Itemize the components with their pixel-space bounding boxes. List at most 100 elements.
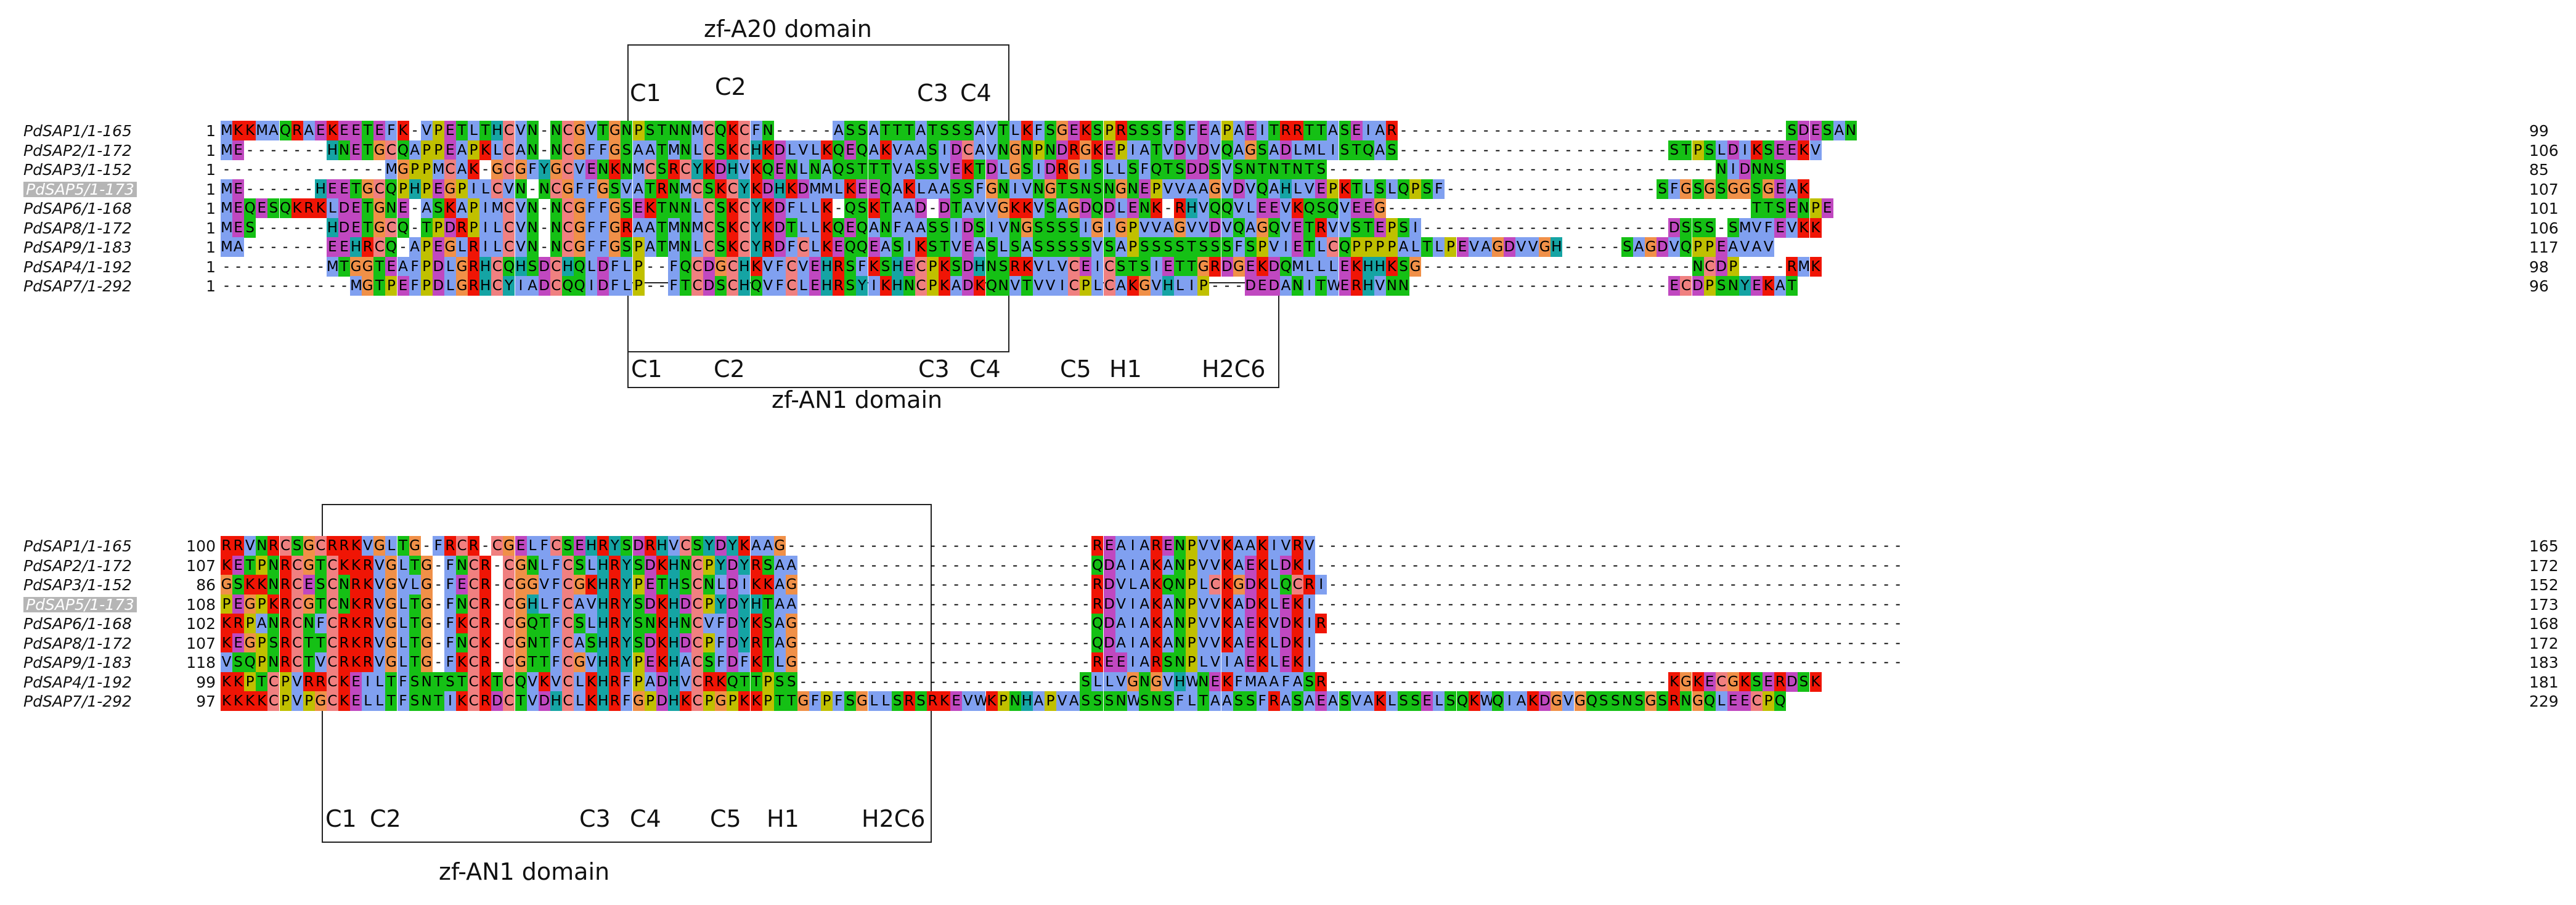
alignment-gap: - xyxy=(1565,219,1571,236)
residue: D xyxy=(1080,198,1092,218)
alignment-gap: - xyxy=(1624,635,1630,651)
residue: T xyxy=(397,536,409,556)
alignment-gap: - xyxy=(1719,123,1724,139)
residue: T xyxy=(762,594,774,614)
residue: D xyxy=(1221,256,1233,277)
alignment-gap: - xyxy=(1671,538,1677,554)
alignment-gap: - xyxy=(1000,557,1006,574)
residue: G xyxy=(574,140,585,160)
alignment-gap: - xyxy=(1366,673,1371,690)
residue: E xyxy=(632,198,645,218)
alignment-gap: - xyxy=(1624,142,1630,158)
residue: L xyxy=(1433,691,1445,711)
alignment-gap: - xyxy=(1330,615,1336,631)
residue: L xyxy=(479,179,492,199)
zf-an1-domain-label-top: zf-AN1 domain xyxy=(772,386,943,413)
alignment-gap: - xyxy=(1165,200,1171,216)
alignment-gap: - xyxy=(836,538,841,554)
alignment-gap: - xyxy=(1648,258,1653,275)
residue: F xyxy=(444,652,456,672)
alignment-gap: - xyxy=(1777,577,1783,593)
residue: G xyxy=(1738,179,1751,199)
residue: I xyxy=(1303,555,1316,575)
residue: D xyxy=(962,217,974,238)
residue: G xyxy=(574,575,585,595)
residue: H xyxy=(1174,672,1186,692)
residue: G xyxy=(515,652,527,672)
alignment-gap: - xyxy=(1613,596,1618,612)
alignment-gap: - xyxy=(1518,577,1524,593)
residue: S xyxy=(915,160,927,179)
residue: T xyxy=(1421,237,1433,257)
residue: A xyxy=(1244,536,1257,556)
residue: R xyxy=(1315,217,1327,238)
residue: K xyxy=(1527,691,1539,711)
residue: T xyxy=(385,691,397,711)
residue: D xyxy=(950,140,963,160)
alignment-gap: - xyxy=(1507,596,1512,612)
residue: R xyxy=(597,536,609,556)
alignment-gap: - xyxy=(1483,596,1489,612)
alignment-gap: - xyxy=(1824,596,1830,612)
residue: L xyxy=(797,160,809,179)
residue: N xyxy=(1045,140,1056,160)
alignment-gap: - xyxy=(1495,538,1501,554)
residue: R xyxy=(362,633,374,653)
residue: E xyxy=(1209,672,1221,692)
residue: E xyxy=(444,121,456,140)
residue: S xyxy=(1385,140,1398,160)
residue: F xyxy=(621,691,633,711)
residue: G xyxy=(362,276,374,296)
residue: F xyxy=(773,276,786,296)
residue: K xyxy=(715,672,727,692)
alignment-gap: - xyxy=(1342,557,1348,574)
residue: T xyxy=(362,121,374,140)
residue: M xyxy=(691,217,704,238)
residue: C xyxy=(326,614,338,633)
residue: A xyxy=(1162,217,1174,238)
alignment-gap: - xyxy=(1695,596,1701,612)
marker-c5-bottom: C5 xyxy=(710,805,741,832)
alignment-gap: - xyxy=(1059,635,1065,651)
alignment-gap: - xyxy=(953,538,959,554)
alignment-gap: - xyxy=(1518,123,1524,139)
alignment-gap: - xyxy=(1330,577,1336,593)
residue: K xyxy=(338,555,350,575)
residue: Q xyxy=(1398,179,1409,199)
residue: C xyxy=(503,140,515,160)
residue: E xyxy=(1292,237,1304,257)
residue: G xyxy=(1233,575,1245,595)
residue: A xyxy=(1727,237,1739,257)
alignment-gap: - xyxy=(965,557,971,574)
alignment-gap: - xyxy=(1683,258,1689,275)
alignment-gap: - xyxy=(494,557,500,574)
alignment-gap: - xyxy=(1601,615,1607,631)
alignment-gap: - xyxy=(1507,142,1512,158)
alignment-gap: - xyxy=(918,673,924,690)
residue: P xyxy=(468,140,480,160)
alignment-gap: - xyxy=(1812,557,1819,574)
residue: I xyxy=(362,672,374,692)
residue: K xyxy=(762,217,774,238)
alignment-gap: - xyxy=(259,181,264,197)
residue: I xyxy=(1503,691,1515,711)
residue: P xyxy=(1186,614,1198,633)
residue: K xyxy=(1256,555,1268,575)
residue: A xyxy=(1162,555,1174,575)
residue: L xyxy=(397,555,409,575)
residue: H xyxy=(891,256,903,277)
alignment-gap: - xyxy=(1683,654,1689,670)
residue: S xyxy=(1751,672,1763,692)
alignment-gap: - xyxy=(1789,635,1795,651)
residue: A xyxy=(515,140,527,160)
residue: R xyxy=(609,555,621,575)
alignment-gap: - xyxy=(1777,615,1783,631)
alignment-gap: - xyxy=(977,596,983,612)
alignment-gap: - xyxy=(1483,635,1489,651)
residue: R xyxy=(1068,140,1080,160)
residue: P xyxy=(397,179,409,199)
residue: C xyxy=(691,179,703,199)
residue: K xyxy=(1292,594,1304,614)
alignment-gap: - xyxy=(1036,673,1041,690)
residue: V xyxy=(679,672,691,692)
